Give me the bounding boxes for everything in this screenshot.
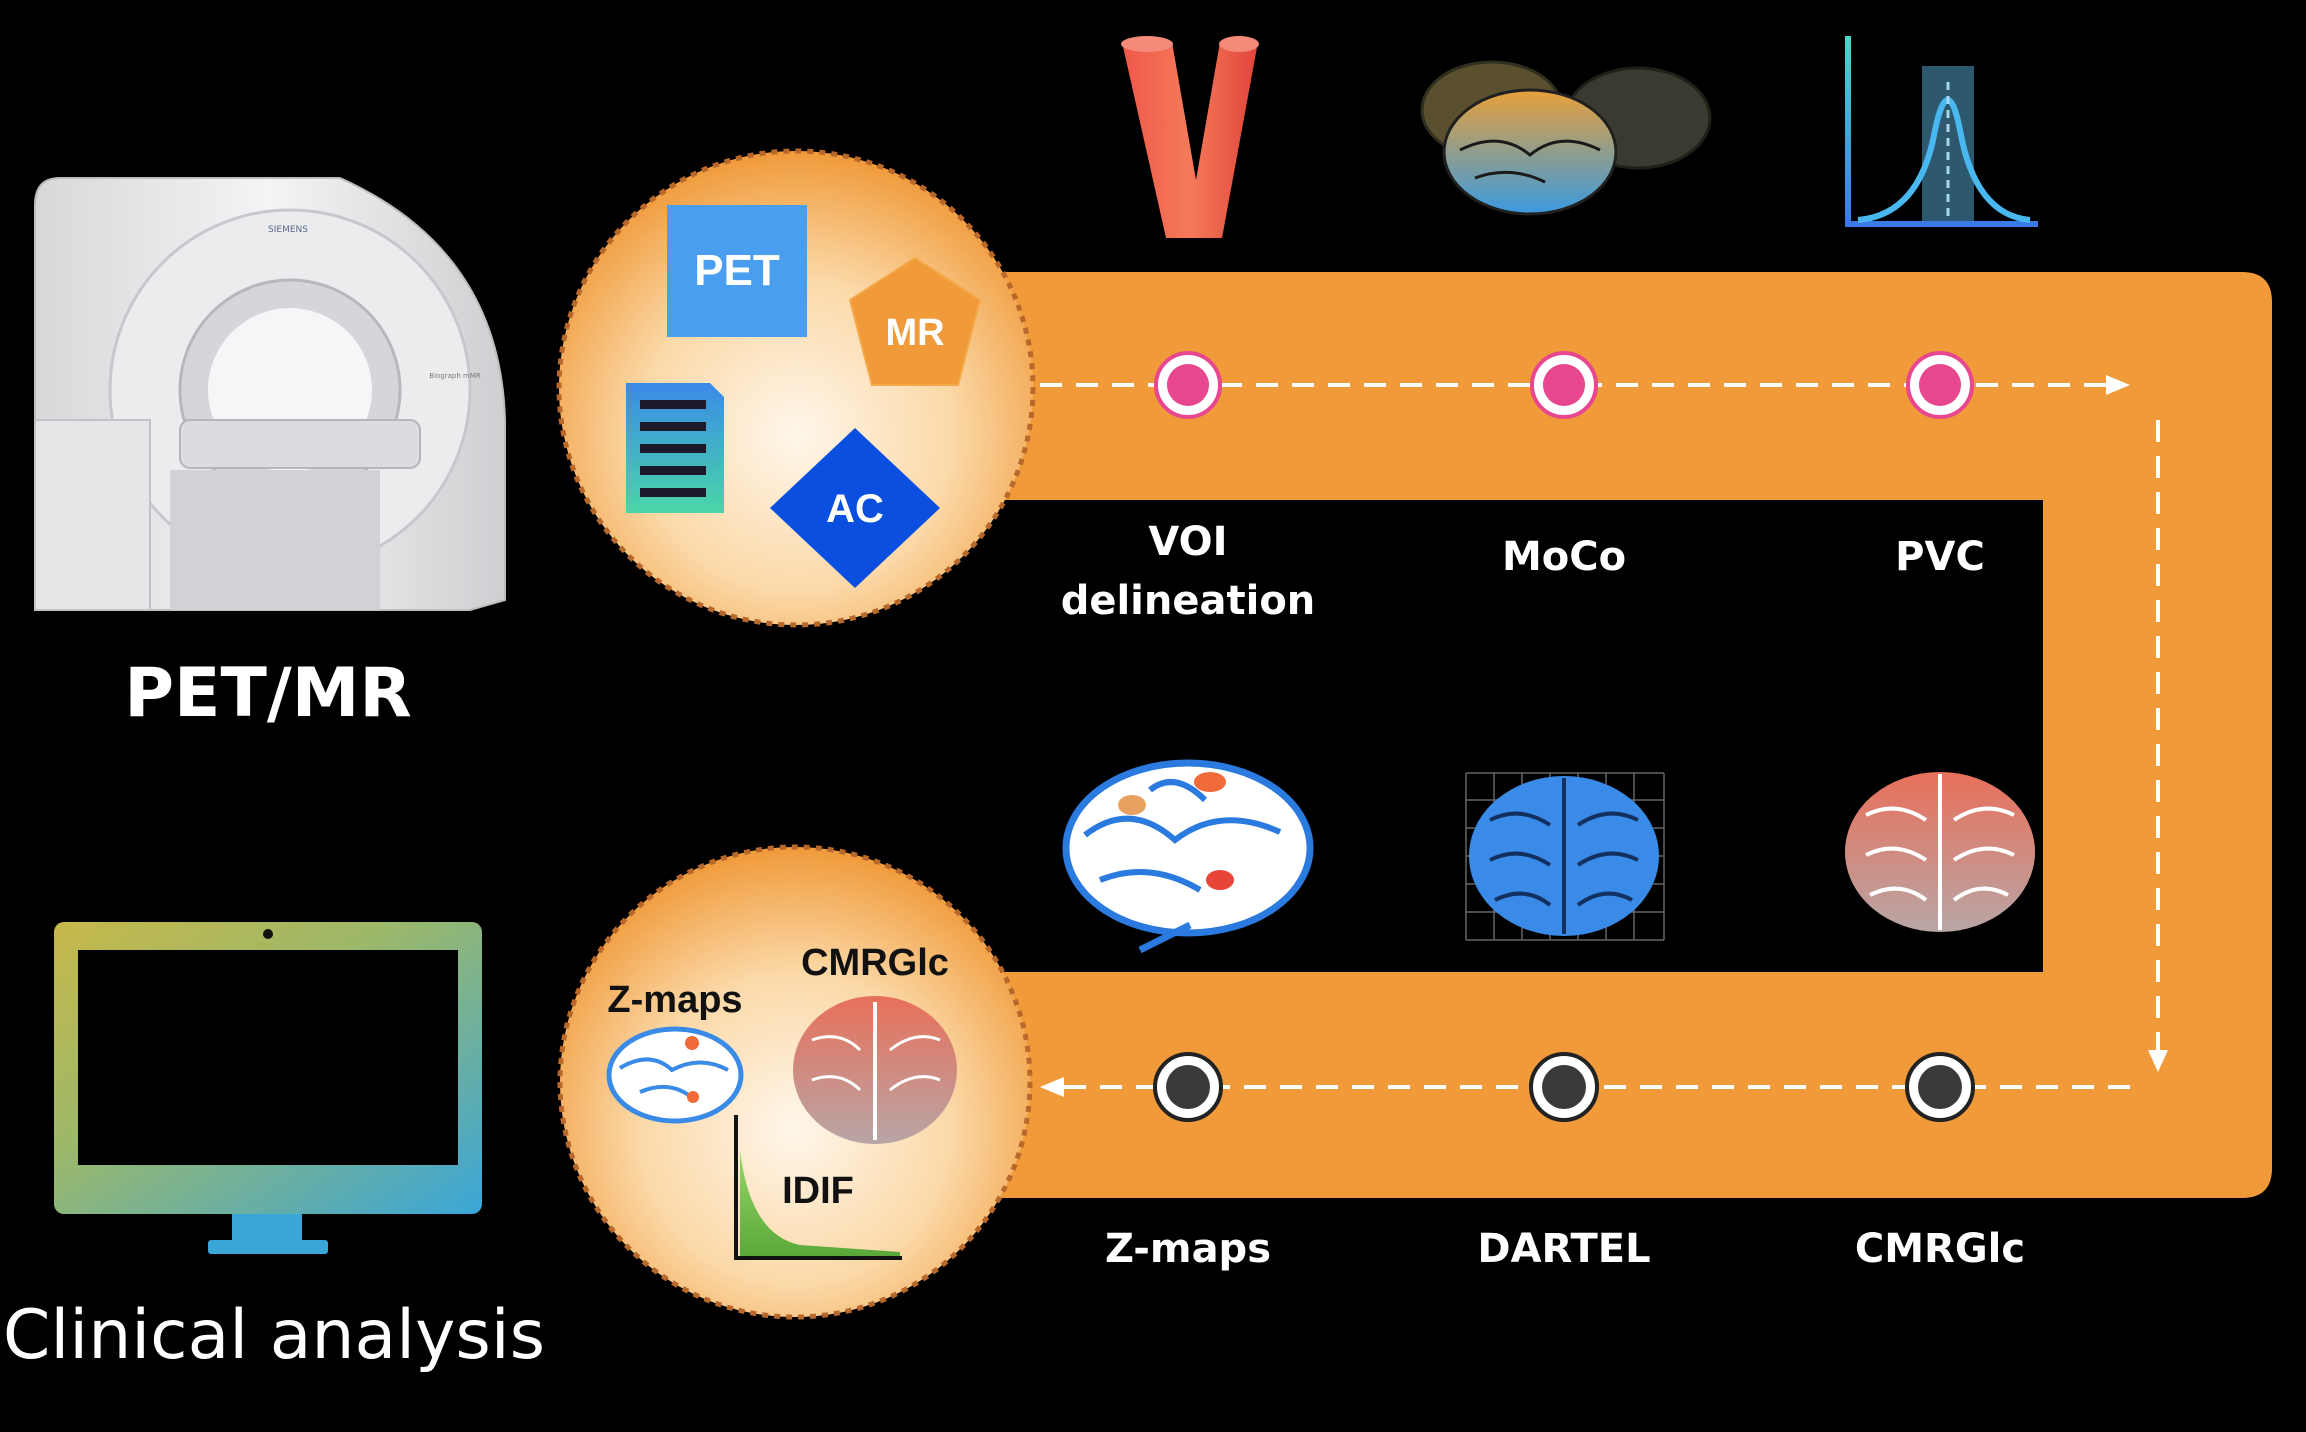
- input-circle: PET MR AC: [556, 148, 1036, 628]
- output-circle: Z-maps CMRGlc IDIF: [557, 844, 1033, 1320]
- brain-outline-icon: [1062, 759, 1314, 954]
- ac-diamond: AC: [770, 428, 940, 588]
- brain-gradient-icon: [1845, 772, 2035, 932]
- blood-vessel-icon: [1121, 36, 1259, 238]
- scanner-model: Biograph mMR: [429, 372, 481, 380]
- output-cmrglc-label: CMRGlc: [801, 942, 949, 984]
- motion-brains-icon: [1420, 60, 1712, 216]
- step-label-voi-line2: delineation: [1061, 578, 1316, 624]
- scanner-label: PET/MR: [124, 654, 412, 733]
- top-step-nodes: [1154, 351, 1974, 419]
- step-label-pvc: PVC: [1895, 534, 1985, 580]
- brain-grid-icon: [1465, 772, 1665, 941]
- step-label-voi-line1: VOI: [1148, 519, 1227, 565]
- idif-chart-icon: IDIF: [734, 1115, 902, 1260]
- step-label-cmrglc: CMRGlc: [1855, 1226, 2025, 1272]
- pet-mr-scanner-icon: SIEMENS Biograph mMR: [34, 177, 506, 611]
- ac-label: AC: [826, 487, 884, 531]
- step-label-moco: MoCo: [1502, 534, 1626, 580]
- scanner-brand: SIEMENS: [268, 225, 308, 235]
- checklist-icon: [626, 383, 724, 513]
- step-label-zmaps: Z-maps: [1105, 1226, 1271, 1272]
- output-idif-label: IDIF: [782, 1170, 854, 1212]
- monitor-icon: [54, 922, 482, 1254]
- output-brain-gradient-icon: [793, 996, 957, 1144]
- clinical-label: Clinical analysis: [3, 1296, 545, 1375]
- pet-box: PET: [667, 205, 807, 337]
- step-label-dartel: DARTEL: [1477, 1226, 1650, 1272]
- output-zmaps-label: Z-maps: [607, 979, 742, 1021]
- pet-label: PET: [694, 246, 780, 295]
- pipeline-band: [980, 272, 2272, 1198]
- mr-pentagon: MR: [848, 256, 982, 386]
- gaussian-curve-icon: [1845, 36, 2038, 227]
- output-brain-outline-icon: [606, 1026, 744, 1124]
- bottom-step-nodes: [1153, 1052, 1975, 1122]
- mr-label: MR: [885, 312, 944, 354]
- arrow-heads: [1040, 375, 2168, 1097]
